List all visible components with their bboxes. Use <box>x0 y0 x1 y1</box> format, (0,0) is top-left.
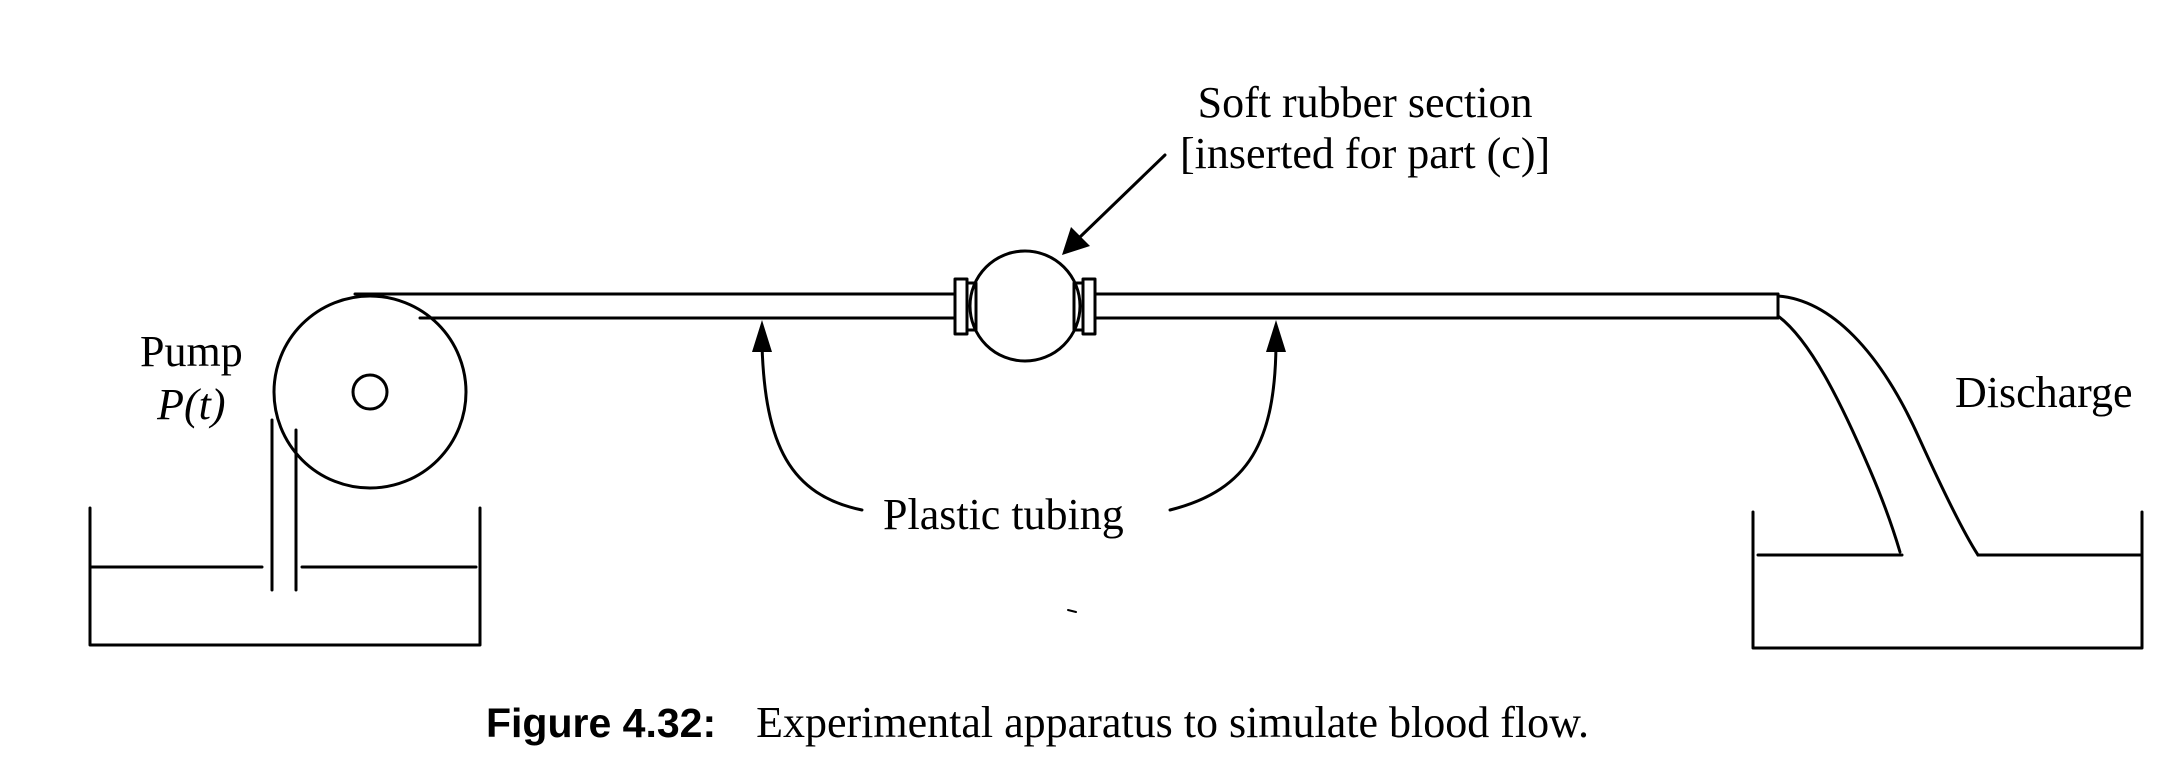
pump-intake-pipe <box>270 418 298 592</box>
figure-number: Figure 4.32: <box>486 700 717 746</box>
soft-rubber-label: Soft rubber section [inserted for part (… <box>1180 78 1550 179</box>
plastic-tubing-left <box>353 292 957 320</box>
soft-rubber-section <box>953 249 1097 363</box>
figure-caption-text: Experimental apparatus to simulate blood… <box>756 698 1590 747</box>
figure-caption: Figure 4.32: Experimental apparatus to si… <box>486 698 1589 749</box>
speck-mark <box>1067 609 1077 613</box>
soft-rubber-label-line2: [inserted for part (c)] <box>1180 128 1551 178</box>
pump-label-line1: Pump <box>140 327 243 376</box>
soft-rubber-label-line1: Soft rubber section <box>1197 78 1533 127</box>
tubing-arrow-right <box>1168 320 1286 512</box>
pump-wheel <box>272 294 468 490</box>
plastic-tubing-label: Plastic tubing <box>883 490 1124 539</box>
discharge-stream <box>1776 294 1980 557</box>
left-reservoir <box>88 506 482 647</box>
right-reservoir <box>1751 510 2144 650</box>
discharge-label: Discharge <box>1955 368 2133 417</box>
rubber-pointer-arrow <box>1062 153 1167 255</box>
pump-function-label: P(t) <box>157 379 226 429</box>
tubing-arrow-left <box>752 320 864 512</box>
pump-label: Pump P(t) <box>140 326 243 432</box>
plastic-tubing-right <box>1093 292 1780 320</box>
